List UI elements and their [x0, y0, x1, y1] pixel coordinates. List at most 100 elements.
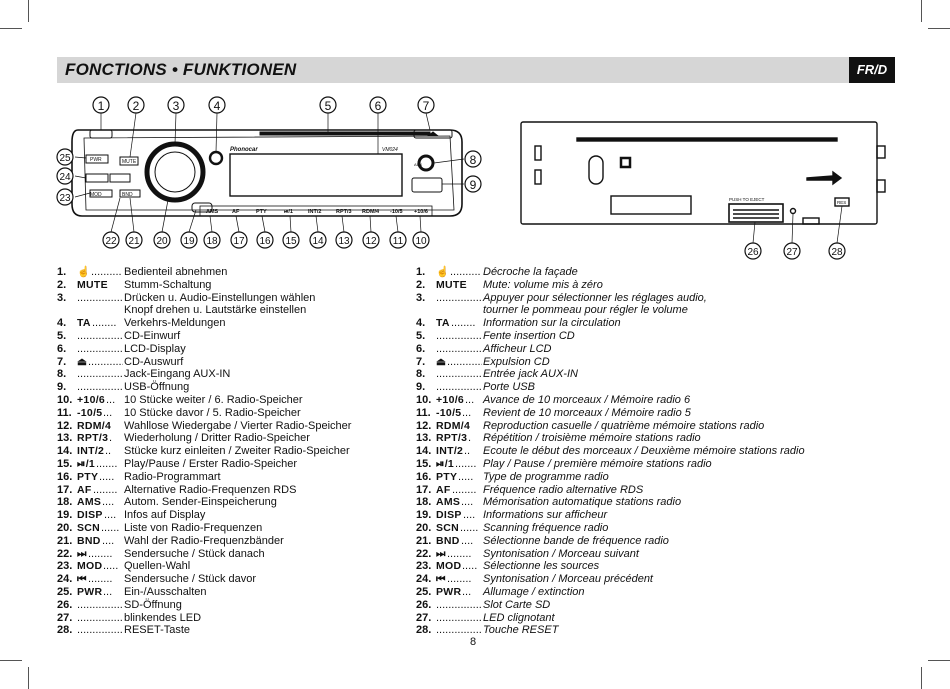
item-description: Allumage / extinction: [483, 585, 585, 598]
svg-text:PUSH TO EJECT: PUSH TO EJECT: [729, 197, 765, 202]
item-description: CD-Einwurf: [124, 329, 181, 342]
list-item: 21.BND....Wahl der Radio-Frequenzbänder: [57, 535, 397, 548]
item-description: USB-Öffnung: [124, 381, 190, 394]
item-description: 10 Stücke weiter / 6. Radio-Speicher: [124, 393, 303, 406]
svg-text:RDM/4: RDM/4: [362, 209, 380, 215]
svg-text:12: 12: [365, 236, 377, 247]
svg-text:27: 27: [786, 247, 798, 258]
svg-text:21: 21: [128, 236, 140, 247]
svg-text:23: 23: [59, 193, 71, 204]
list-item: 28................RESET-Taste: [57, 624, 397, 637]
item-dots: .: [468, 432, 472, 445]
item-dots: ..: [464, 445, 471, 458]
item-description: Quellen-Wahl: [124, 560, 191, 573]
item-number: 17.: [57, 483, 73, 496]
svg-text:⏯/1: ⏯/1: [284, 209, 293, 215]
item-dots: .....: [462, 560, 478, 573]
item-description: Knopf drehen u. Lautstärke einstellen: [124, 304, 307, 317]
list-item: 27................blinkendes LED: [57, 612, 397, 625]
item-dots: .....: [103, 560, 119, 573]
item-dots: ............: [447, 355, 482, 368]
item-dots: ........: [93, 483, 118, 496]
svg-text:RES: RES: [837, 200, 846, 205]
item-key: MOD: [77, 560, 103, 573]
item-dots: ....: [461, 496, 474, 509]
item-description: Stumm-Schaltung: [124, 278, 212, 291]
item-dots: ...............: [77, 291, 123, 304]
item-number: 27.: [57, 611, 73, 624]
item-dots: .......: [96, 457, 118, 470]
item-description: LCD-Display: [124, 342, 186, 355]
item-key: AF: [436, 483, 451, 496]
item-dots: .....: [458, 470, 474, 483]
svg-text:20: 20: [156, 236, 168, 247]
item-description: Mémorisation automatique stations radio: [483, 496, 682, 509]
item-description: Type de programme radio: [483, 470, 609, 483]
item-key: -10/5: [77, 406, 103, 419]
item-dots: ........: [452, 483, 477, 496]
item-key: RPT/3: [77, 432, 109, 445]
item-description: Fréquence radio alternative RDS: [483, 483, 644, 496]
item-description: Liste von Radio-Frequenzen: [124, 521, 263, 534]
item-description: Appuyer pour sélectionner les réglages a…: [483, 291, 707, 304]
item-description: Verkehrs-Meldungen: [124, 317, 226, 330]
list-item: 7.⏏............Expulsion CD: [416, 356, 836, 369]
list-item: 23.MOD.....Quellen-Wahl: [57, 560, 397, 573]
item-dots: ...............: [77, 598, 123, 611]
item-description: Sendersuche / Stück davor: [124, 573, 257, 586]
item-description: Porte USB: [483, 381, 535, 394]
list-item: 24.⏮........Sendersuche / Stück davor: [57, 573, 397, 586]
item-description: Bedienteil abnehmen: [124, 266, 228, 278]
item-key: AMS: [436, 496, 461, 509]
crop-mark: [928, 660, 950, 661]
status-led: [789, 207, 797, 215]
svg-text:11: 11: [393, 236, 404, 247]
list-item: 8................Entrée jack AUX-IN: [416, 368, 836, 381]
item-dots: ..: [105, 445, 112, 458]
item-number: 13.: [57, 432, 73, 445]
list-item: 5................CD-Einwurf: [57, 330, 397, 343]
svg-text:3: 3: [173, 99, 180, 113]
item-description: Slot Carte SD: [483, 598, 551, 611]
svg-text:AUX: AUX: [414, 162, 423, 167]
item-number: 9.: [416, 381, 426, 394]
svg-text:26: 26: [747, 247, 759, 258]
language-badge: FR/D: [849, 57, 895, 83]
svg-text:INT/2: INT/2: [308, 209, 321, 215]
item-dots: ........: [88, 547, 113, 560]
svg-text:17: 17: [233, 236, 245, 247]
item-dots: ...............: [77, 368, 123, 381]
svg-text:+10/6: +10/6: [414, 209, 428, 215]
item-description: SD-Öffnung: [124, 598, 182, 611]
svg-text:15: 15: [285, 236, 297, 247]
item-number: 12.: [416, 419, 432, 432]
item-dots: ...............: [436, 598, 482, 611]
item-key: AF: [77, 483, 92, 496]
item-number: 28.: [416, 624, 432, 637]
item-number: 27.: [416, 611, 432, 624]
item-description: Ein-/Ausschalten: [124, 585, 207, 598]
item-dots: ...............: [436, 381, 482, 394]
item-key: TA: [436, 317, 450, 330]
list-item: 21.BND....Sélectionne bande de fréquence…: [416, 535, 836, 548]
item-number: 22.: [416, 547, 432, 560]
svg-text:5: 5: [325, 99, 332, 113]
item-number: 1.: [57, 266, 67, 278]
item-dots: ....: [461, 534, 474, 547]
item-description: LED clignotant: [483, 611, 555, 624]
item-description: Autom. Sender-Einspeicherung: [124, 496, 277, 509]
item-number: 18.: [57, 496, 73, 509]
aux-jack: [417, 154, 435, 172]
svg-text:AF: AF: [232, 209, 240, 215]
item-key: MOD: [436, 560, 462, 573]
item-dots: ........: [447, 573, 472, 586]
svg-text:9: 9: [470, 178, 477, 192]
list-item: 11.-10/5...10 Stücke davor / 5. Radio-Sp…: [57, 407, 397, 420]
item-number: 14.: [57, 445, 73, 458]
item-dots: ....: [102, 534, 115, 547]
item-description: Play/Pause / Erster Radio-Speicher: [124, 457, 298, 470]
item-dots: ...............: [436, 611, 482, 624]
list-item: 7.⏏............CD-Auswurf: [57, 356, 397, 369]
item-description: Wiederholung / Dritter Radio-Speicher: [124, 432, 310, 445]
